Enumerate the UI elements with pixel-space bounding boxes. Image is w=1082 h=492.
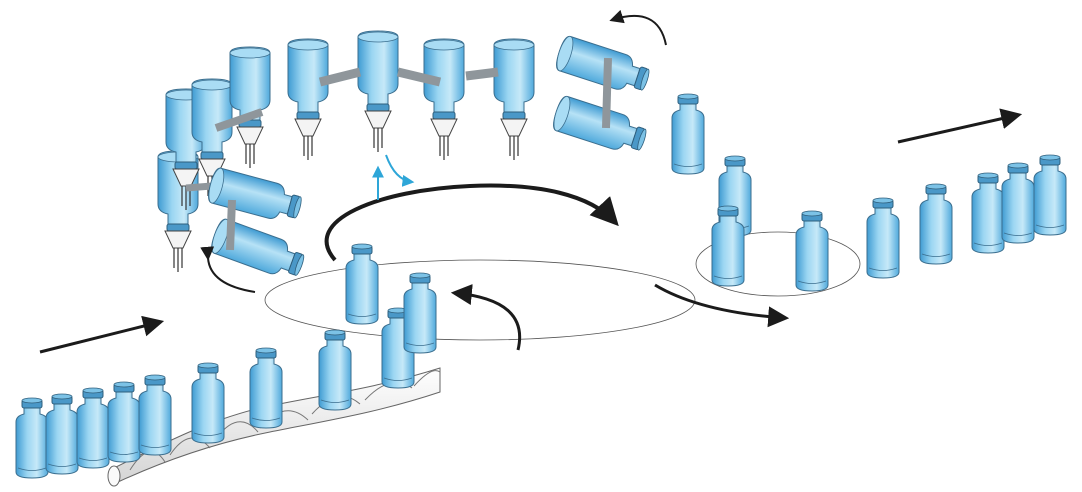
water-jet-icon — [372, 154, 415, 200]
inverted-vial — [287, 38, 329, 161]
vial — [795, 210, 829, 292]
rotation-arrow-icon — [200, 246, 256, 293]
infeed-star-wheel-track — [264, 259, 696, 341]
vial — [1033, 154, 1067, 236]
gripper-right — [550, 9, 667, 158]
clamp-bar — [226, 199, 236, 251]
vial — [76, 387, 110, 469]
outfeed-star-wheel-track — [695, 231, 861, 297]
tilted-vial — [550, 94, 651, 158]
vial — [919, 183, 953, 265]
vial — [403, 272, 437, 354]
vial — [249, 347, 283, 429]
washing-turret — [157, 30, 535, 273]
inverted-vial — [229, 46, 271, 169]
vial — [45, 393, 79, 475]
clamp-bar — [214, 108, 264, 132]
inverted-vial — [423, 38, 465, 161]
vial — [191, 362, 225, 444]
gripper-left — [200, 166, 309, 293]
inverted-vial — [357, 30, 399, 153]
inverted-vial — [493, 38, 535, 161]
clamp-bar — [318, 67, 499, 87]
turret-track — [264, 231, 861, 341]
vial — [345, 243, 379, 325]
vial — [107, 381, 141, 463]
vial — [15, 397, 49, 479]
outfeed-arrow-icon — [897, 108, 1023, 144]
rotation-arrow-icon — [654, 283, 790, 328]
infeed-arrow-icon — [39, 315, 165, 354]
rotation-arrow-icon — [324, 183, 619, 262]
vial — [318, 329, 352, 411]
rotation-arrow-icon — [609, 9, 667, 46]
clamp-bar — [185, 182, 213, 192]
rotation-arrow-icon — [450, 284, 521, 351]
tilted-vial — [208, 216, 309, 284]
outfeed-vial-row — [671, 93, 1067, 292]
vial — [971, 172, 1005, 254]
vial — [671, 93, 705, 175]
vial — [138, 374, 172, 456]
vial — [866, 197, 900, 279]
vial — [1001, 162, 1035, 244]
clamp-bar — [602, 57, 612, 129]
tilted-vial — [205, 166, 306, 226]
